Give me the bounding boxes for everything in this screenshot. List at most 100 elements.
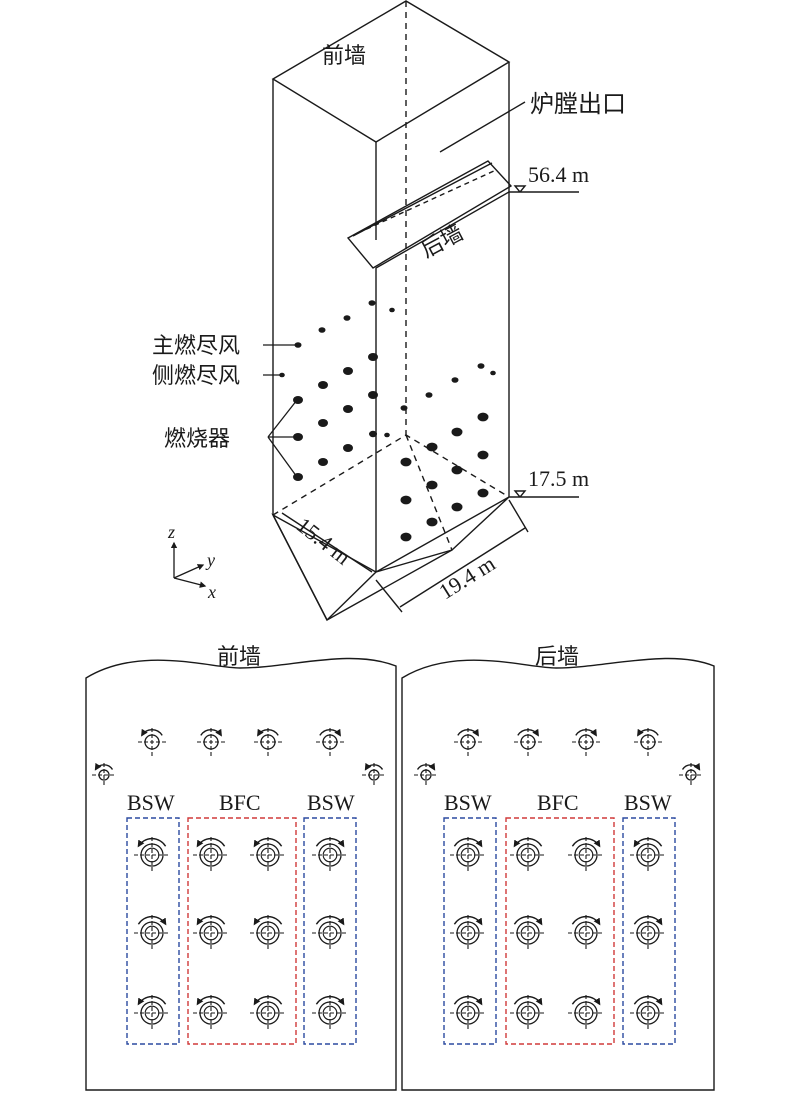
dim-depth-line (399, 527, 526, 608)
elevation-top-marker (509, 185, 579, 193)
rear-side-ofa-dot (384, 432, 390, 438)
elevation-top-label: 56.4 m (528, 162, 589, 187)
swirl-arrow-cw (319, 728, 341, 737)
rear-burner-dot (451, 427, 463, 437)
elevation-bottom-label: 17.5 m (528, 466, 589, 491)
swirl-arrow-ccw (257, 728, 279, 737)
burner-nozzle (568, 837, 604, 873)
main-ofa-nozzle (634, 728, 662, 756)
leader-burner-c (267, 436, 298, 478)
swirl-arrow-cw (315, 837, 345, 848)
main-ofa-dot (294, 342, 302, 348)
panel-rear-bsw-right-box (622, 817, 676, 1045)
panel-front-group-right: BSW (307, 790, 355, 815)
burner-nozzle (134, 995, 170, 1031)
swirl-arrow-ccw (633, 837, 663, 848)
panel-front-title: 前墙 (217, 645, 261, 670)
axis-x-label: x (207, 582, 216, 602)
main-ofa-nozzle (514, 728, 542, 756)
swirl-arrow-cw (457, 728, 479, 737)
rear-side-ofa-dot (490, 370, 496, 376)
panel-front-bsw-left-box (126, 817, 180, 1045)
swirl-arrow-cw (513, 915, 543, 926)
furnace-burner-dots (279, 300, 496, 542)
burner-nozzle (568, 995, 604, 1031)
burner-nozzle (312, 995, 348, 1031)
side-ofa-nozzle (414, 762, 438, 787)
panel-front-group-center: BFC (219, 790, 261, 815)
rear-burner-dot (400, 532, 412, 542)
burner-dot (343, 367, 353, 375)
main-ofa-nozzle (197, 728, 225, 756)
swirl-arrow-cw (453, 837, 483, 848)
side-ofa-dot (389, 307, 395, 313)
swirl-arrow-cw (513, 995, 543, 1006)
panel-front-wall: 前墙 BSW BFC BSW (85, 645, 397, 1091)
width-dimension-label: 15.4 m (292, 512, 356, 569)
swirl-arrow-cw (453, 995, 483, 1006)
panel-front-group-left: BSW (127, 790, 175, 815)
swirl-arrow-cw (453, 915, 483, 926)
burner-nozzle (250, 837, 286, 873)
nose-inner (352, 162, 493, 237)
furnace-3d (271, 0, 579, 622)
swirl-arrow-ccw (94, 762, 114, 771)
swirl-arrow-cw (681, 762, 701, 771)
side-ofa-nozzle (362, 762, 386, 787)
burner-nozzle (193, 837, 229, 873)
panel-rear-bfc-box (505, 817, 615, 1045)
rear-ofa-dot (477, 363, 485, 369)
rear-ofa-dot (400, 405, 408, 411)
swirl-arrow-ccw (196, 915, 226, 926)
panel-rear-title: 后墙 (535, 645, 579, 670)
swirl-arrow-cw (633, 915, 663, 926)
panel-rear-group-right: BSW (624, 790, 672, 815)
depth-dimension-label: 19.4 m (434, 551, 499, 605)
main-ofa-dot (343, 315, 351, 321)
burner-nozzle (510, 915, 546, 951)
panel-rear-group-left: BSW (444, 790, 492, 815)
swirl-arrow-cw (633, 995, 663, 1006)
panel-rear-symbols (414, 728, 703, 1031)
burner-dot (318, 419, 328, 427)
burner-nozzle (312, 915, 348, 951)
rear-burner-dot (400, 457, 412, 467)
burner-dot (318, 381, 328, 389)
outlet-leader (439, 101, 526, 153)
panel-front-bsw-right-box (303, 817, 357, 1045)
furnace-outlet-label: 炉膛出口 (530, 90, 626, 118)
burner-nozzle (193, 995, 229, 1031)
panel-front-symbols (92, 728, 386, 1031)
swirl-arrow-ccw (141, 728, 163, 737)
main-ofa-nozzle (572, 728, 600, 756)
burner-dot (343, 444, 353, 452)
callout-leaders (263, 344, 298, 478)
axis-y-line (173, 564, 205, 579)
main-ofa-nozzle (138, 728, 166, 756)
burner-nozzle (450, 995, 486, 1031)
burner-nozzle (630, 915, 666, 951)
hidden-hopper-top (272, 434, 510, 516)
burner-nozzle (193, 915, 229, 951)
rear-burner-dot (426, 442, 438, 452)
elevation-bottom-marker (509, 490, 579, 498)
swirl-arrow-cw (200, 728, 222, 737)
swirl-arrow-cw (571, 915, 601, 926)
swirl-arrow-ccw (253, 915, 283, 926)
coordinate-axes (170, 541, 207, 588)
main-ofa-dot (368, 300, 376, 306)
front-wall-label-3d: 前墙 (322, 44, 366, 69)
swirl-arrow-ccw (253, 837, 283, 848)
rear-burner-dot (477, 450, 489, 460)
burner-nozzle (312, 837, 348, 873)
swirl-arrow-ccw (137, 995, 167, 1006)
rear-ofa-dot (425, 392, 433, 398)
furnace-nose (346, 160, 513, 269)
dim-depth-tick-a (375, 579, 403, 613)
swirl-arrow-ccw (513, 837, 543, 848)
hopper-bottom-edge (326, 549, 453, 621)
rear-burner-dot (451, 502, 463, 512)
panel-front-bfc-box (187, 817, 297, 1045)
rear-wall-label-3d: 后墙 (417, 221, 468, 264)
